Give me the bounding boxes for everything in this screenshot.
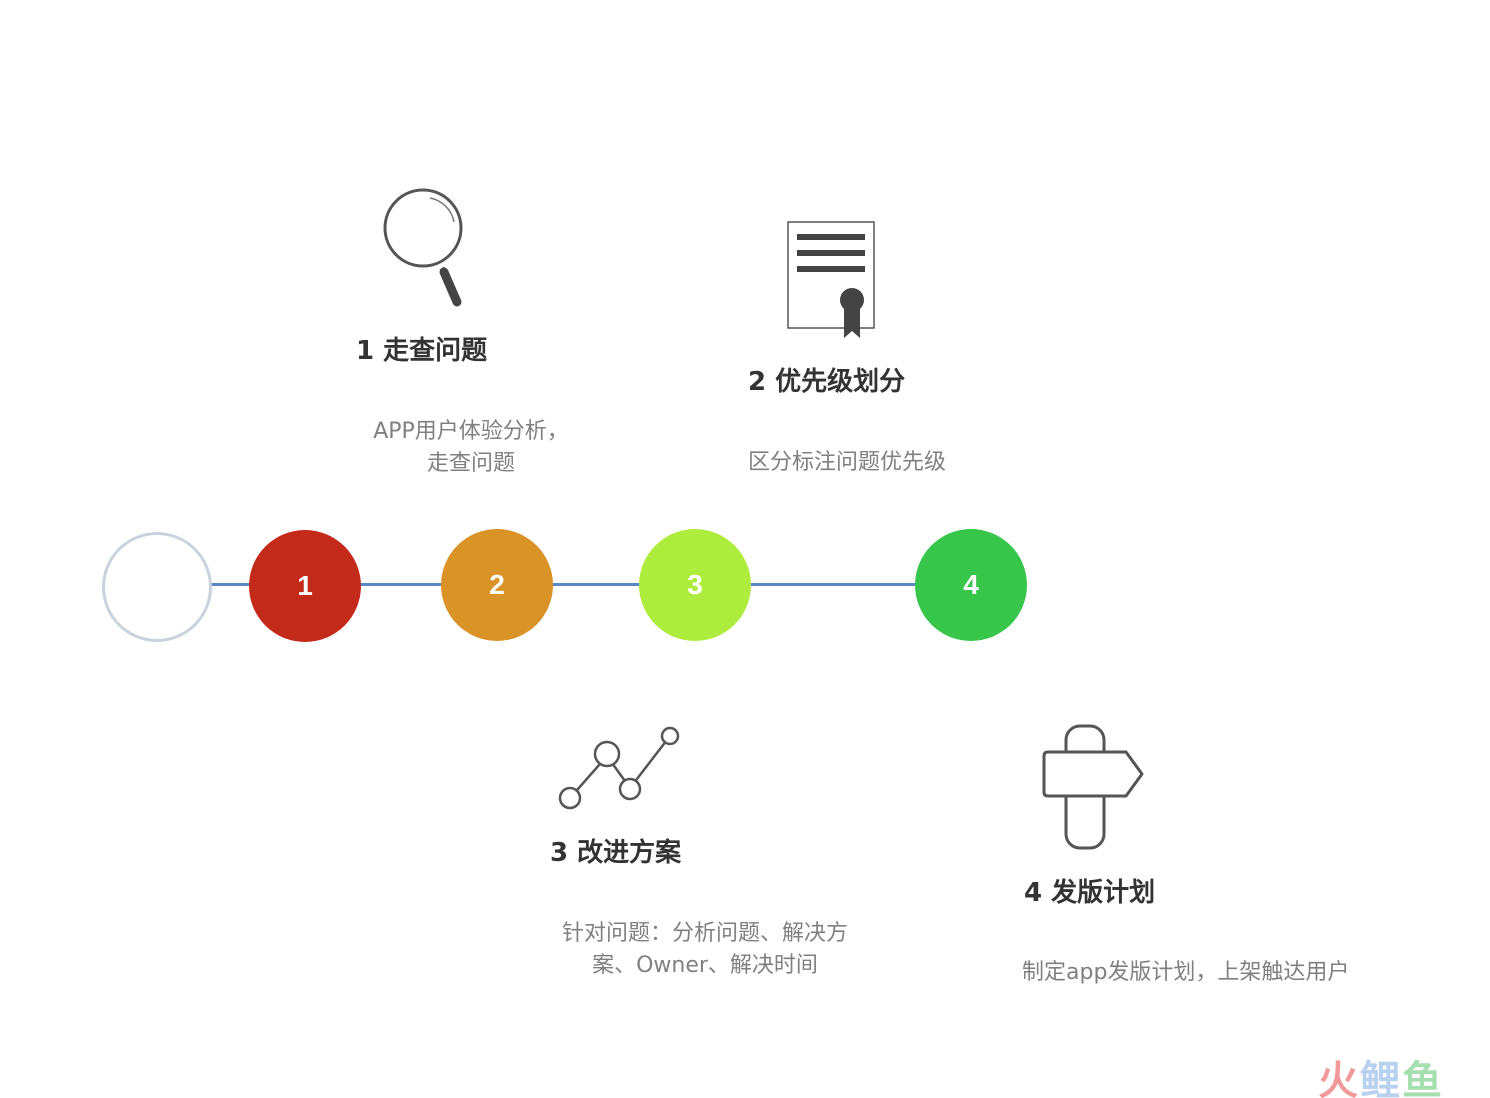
step-2-description: 区分标注问题优先级	[748, 447, 946, 479]
timeline-line	[208, 583, 958, 586]
step-3-desc-line: 案、Owner、解决时间	[592, 953, 818, 978]
step-4-desc-line: 制定app发版计划，上架触达用户	[1022, 960, 1350, 985]
watermark-char: 鲤	[1360, 1058, 1402, 1098]
step-3-description: 针对问题：分析问题、解决方 案、Owner、解决时间	[545, 918, 865, 982]
step-1-number: 1	[297, 570, 313, 601]
step-4-number: 4	[963, 569, 979, 600]
watermark-logo: 火鲤鱼	[1318, 1048, 1444, 1098]
step-3-title: 3 改进方案	[550, 838, 682, 868]
step-1-description: APP用户体验分析， 走查问题	[358, 416, 584, 480]
step-1-circle: 1	[249, 530, 361, 642]
step-3-desc-line: 针对问题：分析问题、解决方	[561, 921, 848, 946]
step-1-title: 1 走查问题	[356, 336, 488, 366]
step-4-circle: 4	[915, 529, 1027, 641]
step-4-title: 4 发版计划	[1024, 878, 1156, 908]
watermark-char: 火	[1318, 1058, 1360, 1098]
step-2-number: 2	[489, 569, 505, 600]
line-chart-icon	[558, 726, 680, 810]
step-1-desc-line: APP用户体验分析，	[373, 419, 569, 444]
watermark-char: 鱼	[1402, 1058, 1444, 1098]
signpost-icon	[1042, 724, 1144, 850]
step-3-circle: 3	[639, 529, 751, 641]
certificate-icon	[787, 221, 875, 338]
step-2-title: 2 优先级划分	[748, 367, 906, 397]
step-3-number: 3	[687, 569, 703, 600]
step-2-desc-line: 区分标注问题优先级	[748, 450, 947, 475]
step-2-circle: 2	[441, 529, 553, 641]
magnifying-glass-icon	[383, 188, 463, 307]
timeline-start-circle	[102, 532, 212, 642]
step-4-description: 制定app发版计划，上架触达用户	[1022, 957, 1349, 989]
step-1-desc-line: 走查问题	[426, 451, 515, 476]
